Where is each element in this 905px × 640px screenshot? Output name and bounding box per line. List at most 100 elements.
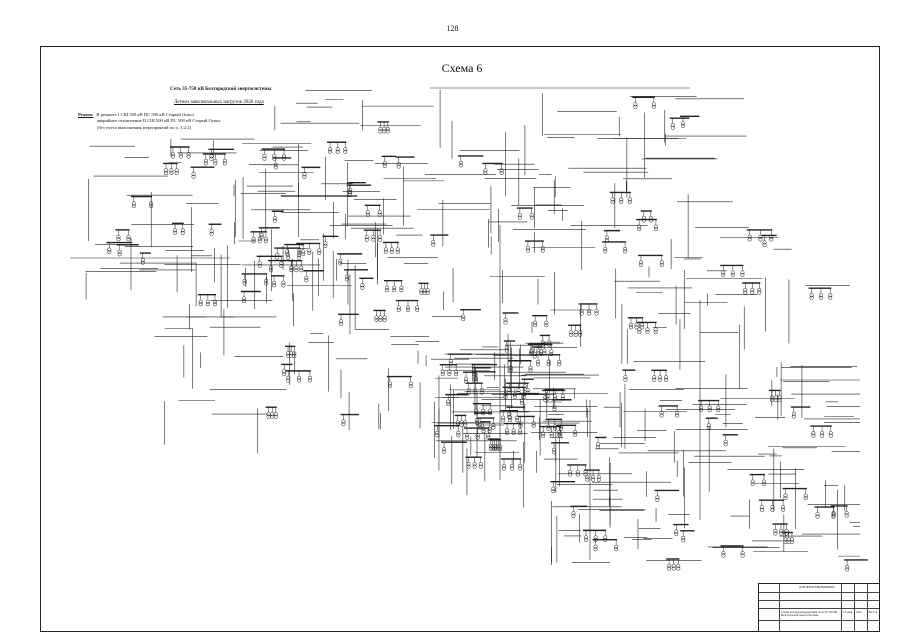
substation (666, 558, 681, 571)
transformer-winding (301, 249, 306, 254)
transformer-winding (761, 482, 767, 487)
substation (578, 303, 599, 316)
transformer-winding (307, 378, 312, 383)
transformer-winding (273, 162, 278, 167)
transformer-winding (466, 462, 471, 467)
transformer-winding (637, 227, 642, 232)
transformer-winding (264, 281, 269, 286)
transformer-winding (638, 262, 644, 267)
substation (460, 308, 481, 322)
substation (742, 282, 762, 295)
transformer-winding (186, 154, 191, 159)
transformer-winding (820, 433, 825, 438)
transformer-winding (778, 531, 783, 536)
transformer-winding (479, 390, 484, 395)
transformer-winding (491, 423, 496, 428)
substation (535, 354, 562, 367)
transformer-winding (623, 375, 628, 380)
transformer-winding (378, 129, 383, 134)
transformer-winding (307, 375, 312, 380)
transformer-winding (422, 290, 427, 295)
substation (540, 425, 563, 439)
transformer-winding (212, 302, 218, 307)
transformer-winding (815, 514, 820, 519)
transformer-winding (116, 234, 121, 239)
substation (301, 166, 321, 179)
transformer-winding (651, 104, 656, 109)
transformer-winding (762, 240, 767, 245)
transformer-winding (777, 395, 782, 400)
transformer-winding (178, 151, 183, 157)
transformer-winding (213, 161, 218, 166)
transformer-winding (389, 247, 394, 252)
transformer-winding (198, 302, 203, 307)
substation (197, 294, 218, 307)
transformer-winding (360, 283, 365, 288)
transformer-winding (671, 563, 676, 569)
transformer-winding (531, 423, 536, 429)
transformer-winding (552, 447, 557, 452)
transformer-winding (517, 215, 522, 220)
transformer-winding (478, 425, 483, 430)
transformer-winding (149, 203, 154, 209)
transformer-winding (559, 426, 564, 431)
substation (271, 210, 284, 223)
transformer-winding (382, 317, 387, 323)
transformer-winding (594, 308, 599, 313)
transformer-winding (180, 230, 185, 235)
transformer-winding (281, 283, 286, 288)
transformer-winding (518, 466, 523, 471)
transformer-winding (425, 288, 430, 293)
substation (190, 166, 215, 179)
transformer-winding (257, 239, 262, 244)
transformer-winding (466, 464, 471, 469)
substation (501, 458, 523, 471)
transformer-winding (504, 345, 509, 351)
transformer-winding (653, 224, 658, 229)
transformer-winding (525, 248, 530, 253)
transformer-winding (518, 463, 523, 469)
substation (507, 360, 533, 373)
transformer-winding (783, 493, 788, 498)
transformer-winding (716, 405, 721, 410)
transformer-winding (382, 315, 387, 320)
transformer-winding (107, 247, 112, 252)
transformer-winding (499, 168, 504, 173)
transformer-winding (551, 486, 556, 491)
transformer-winding (396, 161, 401, 167)
transformer-winding (803, 496, 808, 501)
transformer-winding (549, 431, 554, 436)
transformer-winding (680, 121, 686, 126)
transformer-winding (603, 249, 608, 254)
transformer-winding (378, 317, 383, 323)
transformer-winding (659, 260, 664, 265)
transformer-winding (343, 149, 348, 154)
transformer-winding (507, 390, 512, 395)
transformer-winding (579, 308, 584, 313)
transformer-winding (721, 272, 726, 278)
transformer-winding (262, 154, 267, 159)
transformer-winding (405, 305, 411, 310)
transformer-winding (377, 235, 383, 240)
transformer-winding (479, 388, 484, 393)
transformer-winding (723, 442, 728, 447)
transformer-winding (478, 464, 483, 469)
substation (720, 264, 745, 278)
substation (381, 155, 396, 168)
transformer-winding (557, 432, 562, 437)
title-block-sheet-name: Схема потокораспределения сети 35-750 кВ… (781, 610, 838, 618)
transformer-winding (614, 547, 619, 552)
substation (386, 375, 413, 389)
transformer-winding (645, 329, 650, 335)
transformer-winding (297, 255, 302, 260)
substation (489, 438, 503, 452)
transformer-winding (328, 149, 333, 154)
title-block-sheet-label: Лист (856, 610, 863, 614)
transformer-winding (758, 234, 763, 239)
transformer-winding (503, 394, 508, 399)
substation (106, 241, 133, 255)
transformer-winding (378, 315, 383, 320)
transformer-winding (773, 531, 778, 536)
transformer-winding (131, 201, 136, 206)
